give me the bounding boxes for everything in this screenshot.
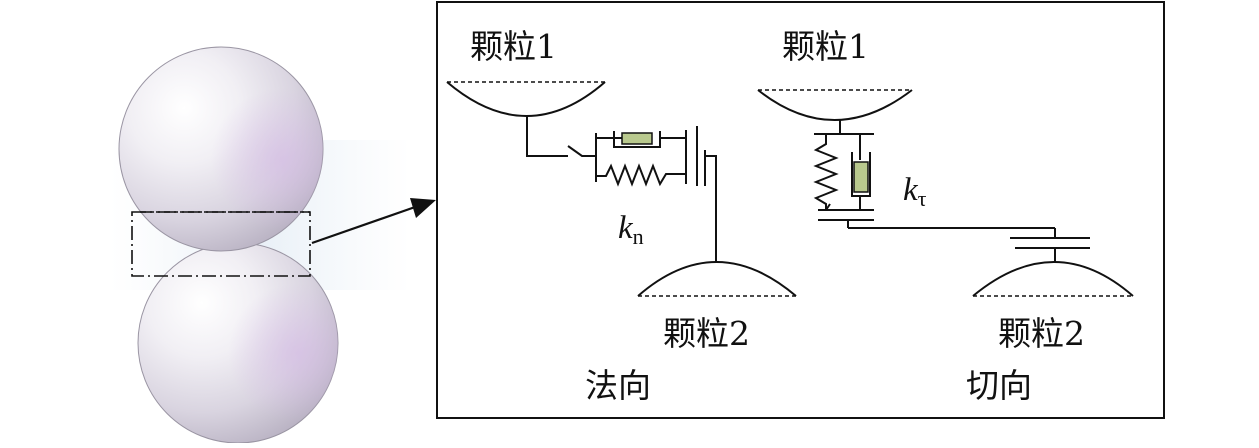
normal-dashpot-piston xyxy=(621,132,653,145)
tangential-model: 颗粒1 xyxy=(757,27,1134,405)
sphere-bottom xyxy=(137,242,339,444)
sphere-top xyxy=(118,46,324,252)
tangential-particle1-cap xyxy=(757,89,913,121)
normal-stiffness-label: kn xyxy=(618,210,644,249)
tangential-dashpot-piston xyxy=(853,161,869,193)
tangential-direction-label: 切向 xyxy=(966,366,1032,405)
normal-direction-label: 法向 xyxy=(585,366,651,405)
normal-bottom-particle-label: 颗粒2 xyxy=(663,314,750,353)
tangential-spring-dashpot xyxy=(813,120,1090,262)
tangential-stiffness-label: kτ xyxy=(903,172,927,211)
normal-top-particle-label: 颗粒1 xyxy=(470,27,557,66)
normal-model: 颗粒1 kn xyxy=(446,27,797,405)
tangential-bottom-particle-label: 颗粒2 xyxy=(998,314,1085,353)
particle-spheres xyxy=(110,46,410,444)
normal-spring-dashpot xyxy=(595,126,717,262)
tangential-particle2-cap xyxy=(972,261,1134,297)
normal-link-top xyxy=(526,115,568,157)
normal-slider-link xyxy=(567,145,596,157)
contact-zone-box xyxy=(131,211,311,277)
detail-panel-frame xyxy=(436,1,1165,419)
tangential-top-particle-label: 颗粒1 xyxy=(782,27,869,66)
normal-particle2-cap xyxy=(637,261,797,297)
zoom-arrow xyxy=(311,198,436,245)
